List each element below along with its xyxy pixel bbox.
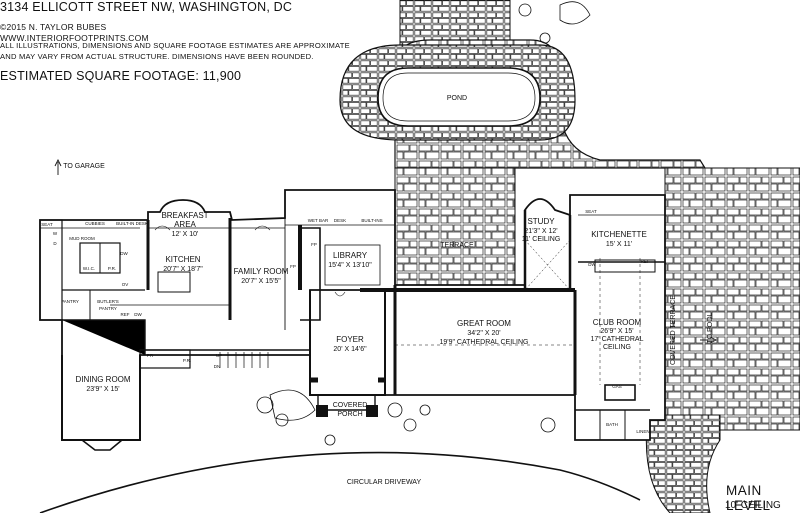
pantry-label: PANTRY: [61, 299, 79, 304]
fixture-label-wet-bar: WET BAR: [308, 218, 329, 223]
club-room-dims: 26'9" X 15': [600, 328, 633, 335]
fixture-label-up: UP: [216, 353, 222, 358]
fixture-label-washer: W: [53, 231, 58, 236]
kitchen-dims: 20'7" X 18'7": [163, 266, 203, 273]
dining-room-label: DINING ROOM: [75, 375, 130, 384]
club-room-label: CLUB ROOM: [593, 318, 642, 327]
fixture-label-oven: OV: [122, 282, 129, 287]
pond: [377, 67, 541, 127]
bath-label: BATH: [606, 422, 618, 427]
breakfast-area-label-2: AREA: [174, 220, 196, 229]
fixture-label-fireplace-2: FP: [311, 242, 317, 247]
pond-label: POND: [447, 95, 467, 102]
study-dims: 21'3" X 12': [524, 228, 557, 235]
to-garage-label: TO GARAGE: [63, 163, 105, 170]
fixture-label-gas: GAS: [612, 384, 622, 389]
circular-driveway-label: CIRCULAR DRIVEWAY: [347, 479, 422, 486]
foyer-dims: 20' X 14'6": [333, 346, 367, 353]
kitchenette-dims: 15' X 11': [606, 241, 632, 248]
powder-room-label-2: P.R.: [183, 358, 191, 363]
fixture-label-built-ins: BUILT-INS: [361, 218, 382, 223]
level-title: MAIN LEVEL: [726, 483, 771, 513]
to-pool-marker: TO POOL: [700, 312, 718, 344]
library-dims: 15'4" X 13'10": [328, 262, 372, 269]
level-ceiling: 10' CEILING: [725, 500, 781, 511]
dining-room-dims: 23'9" X 15': [86, 386, 119, 393]
foyer-label: FOYER: [336, 335, 364, 344]
kitchenette-label: KITCHENETTE: [591, 230, 647, 239]
library-label: LIBRARY: [333, 251, 368, 260]
butlers-pantry-label-1: BUTLER'S: [97, 299, 119, 304]
to-pool-label: TO POOL: [707, 312, 714, 343]
square-footage-heading: ESTIMATED SQUARE FOOTAGE: 11,900: [0, 69, 242, 83]
fixture-label-dw: DW: [120, 251, 128, 256]
website-link[interactable]: WWW.INTERIORFOOTPRINTS.COM: [0, 33, 149, 43]
covered-porch-label-2: PORCH: [337, 411, 362, 418]
fixture-label-pr: PR: [147, 353, 154, 358]
terrace-label: TERRACE: [440, 242, 474, 249]
fixture-label-dw-3: DW: [134, 312, 142, 317]
breakfast-area-label-1: BREAKFAST: [161, 211, 208, 220]
to-garage-marker: TO GARAGE: [54, 158, 105, 175]
fixture-label-fireplace-1: FP: [290, 264, 296, 269]
driveway: [39, 389, 641, 513]
disclaimer-line-1: ALL ILLUSTRATIONS, DIMENSIONS AND SQUARE…: [0, 41, 350, 50]
covered-terrace-label: COVERED TERRACE: [670, 295, 677, 365]
breakfast-area-dims: 12' X 10': [172, 231, 199, 238]
fixture-label-seat: SEAT: [585, 209, 597, 214]
powder-room-label-1: P.R.: [108, 266, 116, 271]
family-room-label: FAMILY ROOM: [234, 267, 289, 276]
fixture-label-desk: DESK: [334, 218, 346, 223]
mud-room-label: MUD ROOM: [69, 236, 95, 241]
covered-porch-label-1: COVERED: [333, 402, 368, 409]
kitchen-label: KITCHEN: [165, 255, 200, 264]
copyright-text: ©2015 N. TAYLOR BUBES: [0, 22, 107, 32]
seat-label: SEAT: [41, 222, 53, 227]
fixture-label-ref-2: REF: [641, 259, 650, 264]
fixture-label-dn: DN: [214, 364, 221, 369]
family-room-dims: 20'7" X 15'5": [241, 278, 281, 285]
butlers-pantry-label-2: PANTRY: [99, 306, 117, 311]
great-room-ceiling: 19'9" CATHEDRAL CEILING: [439, 339, 528, 346]
fixture-label-ref-1: REF: [121, 312, 130, 317]
fixture-label-builtin-desk: BUILT-IN DESK: [116, 221, 148, 226]
study-ceiling: 11' CEILING: [522, 236, 561, 243]
house-footprint: [39, 189, 666, 451]
club-room-ceiling-1: 17' CATHEDRAL: [591, 336, 644, 343]
study-label: STUDY: [527, 217, 555, 226]
disclaimer-line-2: AND MAY VARY FROM ACTUAL STRUCTURE. DIME…: [0, 52, 314, 61]
fixture-label-dryer: D: [53, 241, 57, 246]
fixture-label-dw-2: DW: [588, 262, 596, 267]
fixture-label-cubbies: CUBBIES: [85, 221, 105, 226]
address-heading: 3134 ELLICOTT STREET NW, WASHINGTON, DC: [0, 0, 293, 14]
great-room-dims: 34'2" X 20': [467, 330, 500, 337]
linen-label: LINEN: [636, 429, 649, 434]
great-room-label: GREAT ROOM: [457, 319, 511, 328]
wic-label: W.I.C.: [83, 266, 95, 271]
club-room-ceiling-2: CEILING: [603, 344, 631, 351]
